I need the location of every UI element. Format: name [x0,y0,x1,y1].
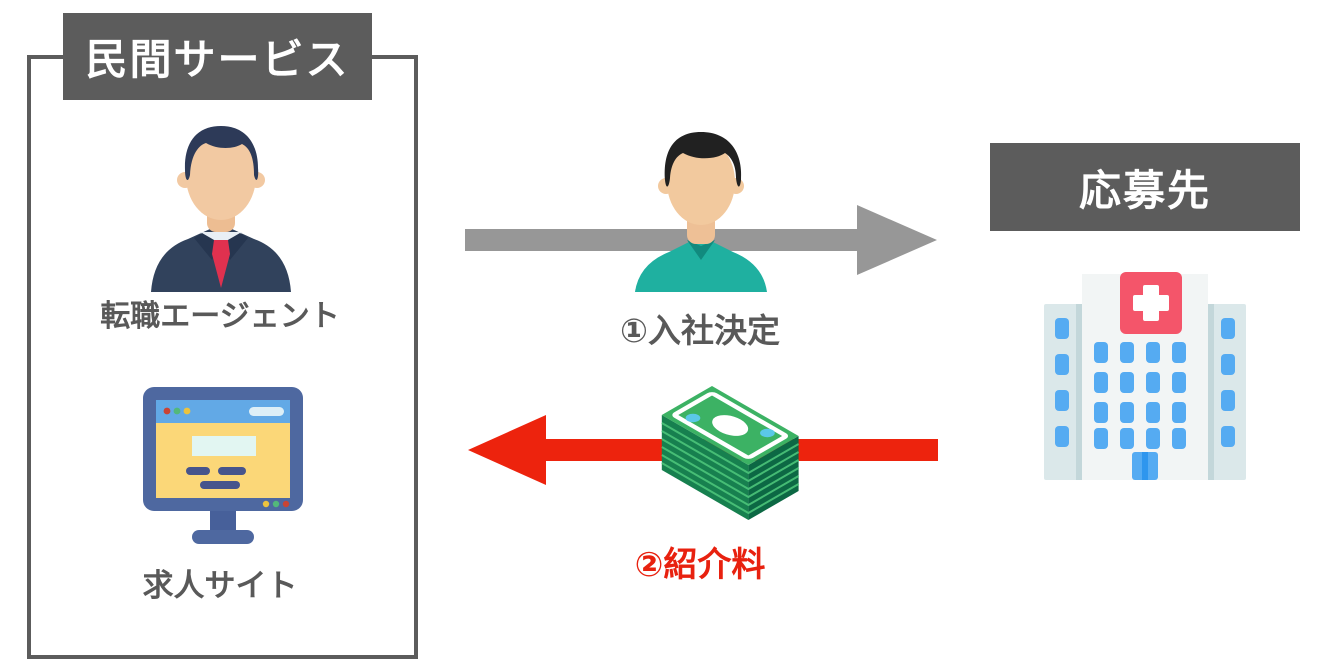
agent-label: 転職エージェント [100,300,340,333]
job-seeker-icon [625,128,777,292]
private-service-title: 民間サービス [63,13,372,100]
referral-fee-label: ②紹介料 [634,546,766,584]
join-decision-label: ①入社決定 [620,312,780,349]
job-site-label: 求人サイト [142,568,298,603]
money-stack-icon [640,382,810,532]
destination-title: 応募先 [990,143,1300,231]
hospital-icon [1042,272,1248,480]
businessman-icon [142,120,300,292]
job-site-monitor-icon [140,384,306,546]
